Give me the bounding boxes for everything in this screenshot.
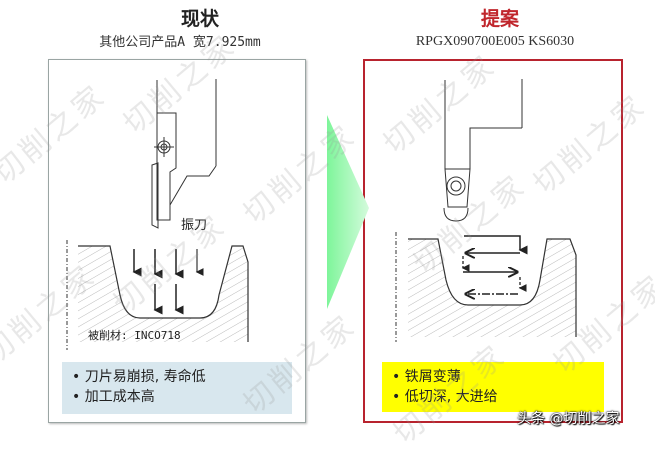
vibrating-tool-icon: [151, 79, 217, 229]
workpiece-groove-right: [395, 232, 577, 342]
note-item: 低切深, 大进给: [392, 387, 594, 407]
current-state-title: 现状: [180, 8, 219, 30]
note-item: 加工成本高: [72, 387, 282, 407]
workpiece-groove-left: [66, 240, 249, 350]
round-insert-tool-icon: [443, 79, 523, 222]
current-state-notes: 刀片易崩损, 寿命低 加工成本高: [62, 362, 292, 414]
workpiece-material-label: 被削材: INCO718: [88, 329, 181, 342]
footer-watermark: 头条 @切削之家: [517, 411, 620, 427]
proposal-notes: 铁屑变薄 低切深, 大进给: [382, 362, 604, 412]
note-item: 铁屑变薄: [392, 367, 594, 387]
current-state-diagram: [66, 79, 577, 350]
proposal-panel: [363, 59, 623, 423]
right-triangle-arrow-icon: [327, 115, 369, 309]
proposal-subtitle: RPGX090700E005 KS6030: [415, 34, 575, 49]
proposal-title: 提案: [480, 8, 519, 30]
vibrating-tool-label: 振刀: [181, 218, 208, 233]
note-item: 刀片易崩损, 寿命低: [72, 367, 282, 387]
current-state-subtitle: 其他公司产品A 宽7.925mm: [99, 35, 261, 50]
